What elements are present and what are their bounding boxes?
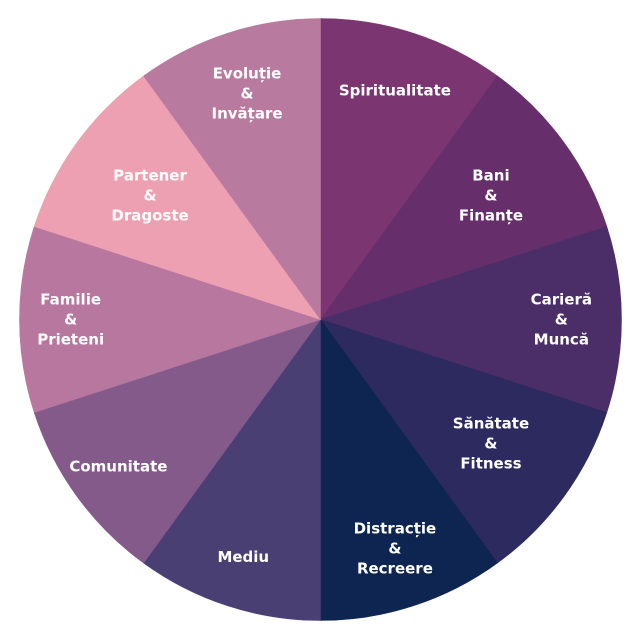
- wheel-label-3: Sănătate & Fitness: [453, 414, 529, 472]
- wheel-label-line: Comunitate: [69, 457, 167, 475]
- wheel-label-line: Carieră: [531, 291, 592, 309]
- wheel-label-line: Fitness: [460, 454, 521, 472]
- wheel-slice-6: [33, 318, 322, 564]
- wheel-label-line: Dragoste: [111, 207, 188, 225]
- wheel-label-7: Familie & Prieteni: [37, 291, 104, 349]
- wheel-label-line: &: [240, 84, 253, 102]
- wheel-slice-4: [320, 318, 498, 621]
- wheel-label-4: Distracție & Recreere: [354, 520, 437, 578]
- wheel-label-8: Partener & Dragoste: [111, 167, 188, 225]
- wheel-label-line: &: [484, 187, 497, 205]
- wheel-label-line: Evoluție: [213, 64, 282, 82]
- wheel-label-5: Mediu: [217, 548, 269, 566]
- wheel-label-line: Muncă: [534, 331, 589, 349]
- wheel-label-line: &: [484, 434, 497, 452]
- wheel-slice-8: [33, 75, 322, 321]
- wheel-label-line: &: [388, 540, 401, 558]
- wheel-label-line: Sănătate: [453, 414, 529, 432]
- wheel-slice-7: [19, 226, 322, 413]
- wheel-label-line: Mediu: [217, 548, 269, 566]
- wheel-label-0: Spiritualitate: [339, 81, 451, 99]
- wheel-slice-3: [319, 318, 608, 564]
- wheel-slice-5: [143, 318, 321, 621]
- wheel-label-line: &: [143, 187, 156, 205]
- wheel-slices: [19, 18, 622, 621]
- wheel-slice-0: [320, 18, 498, 321]
- wheel-label-line: &: [555, 311, 568, 329]
- wheel-label-6: Comunitate: [69, 457, 167, 475]
- wheel-label-2: Carieră & Muncă: [531, 291, 592, 349]
- wheel-label-line: Bani: [472, 167, 509, 185]
- wheel-label-line: Partener: [113, 167, 187, 185]
- wheel-label-9: Evoluție & Invățare: [212, 64, 283, 122]
- wheel-label-line: Distracție: [354, 520, 437, 538]
- wheel-label-line: Prieteni: [37, 331, 104, 349]
- wheel-slice-1: [319, 75, 608, 321]
- wheel-slice-2: [319, 226, 622, 413]
- wheel-label-line: Spiritualitate: [339, 81, 451, 99]
- wheel-label-1: Bani & Finanțe: [459, 167, 523, 225]
- wheel-label-line: &: [64, 311, 77, 329]
- wheel-label-line: Finanțe: [459, 207, 523, 225]
- wheel-label-line: Recreere: [357, 560, 433, 578]
- wheel-slice-9: [143, 18, 321, 321]
- wheel-label-line: Invățare: [212, 104, 283, 122]
- wheel-label-line: Familie: [40, 291, 101, 309]
